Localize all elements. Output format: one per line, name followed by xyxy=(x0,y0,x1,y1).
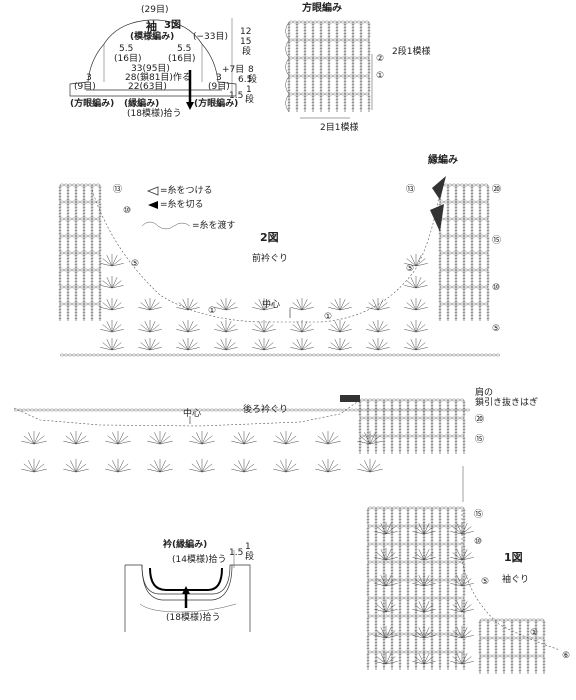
mesh-row-1: ① xyxy=(376,71,385,81)
mesh-repeat-rows: 2段1模様 xyxy=(392,47,431,57)
sleeve-rows-dan2: 段 xyxy=(248,75,258,85)
front-neckline-chart xyxy=(58,176,501,357)
fig2-row-r3: ⑩ xyxy=(492,283,501,293)
sleeve-rows-dan: 段 xyxy=(242,47,252,57)
carry-thread-icon xyxy=(141,221,191,230)
sleeve-right-9: (9目) xyxy=(208,82,230,92)
back-center: 中心 xyxy=(183,409,202,419)
sleeve-rows-8: 8 xyxy=(248,65,254,75)
mesh-row-2: ② xyxy=(376,54,385,64)
edging-title: 縁編み xyxy=(428,155,458,166)
fig2-center: 中心 xyxy=(262,300,281,310)
sleeve-count-33: 33(95目) xyxy=(131,64,170,74)
collar-pickup-bottom: (18模様)拾う xyxy=(166,613,221,623)
mesh-title: 方眼編み xyxy=(302,3,342,14)
armhole-chart xyxy=(366,506,561,674)
fig1-row-10: ⑩ xyxy=(474,537,483,547)
sleeve-title: 袖 xyxy=(146,20,157,33)
back-shoulder-2: 鎖引き抜きはぎ xyxy=(475,398,539,408)
sleeve-top-width: (29目) xyxy=(141,5,169,15)
sleeve-left-3: 3 xyxy=(86,73,92,83)
sleeve-left-16: (16目) xyxy=(114,54,142,64)
collar-rows-dan: 段 xyxy=(245,552,255,562)
fig2-row-l0: ⑬ xyxy=(113,185,123,195)
join-thread-icon xyxy=(146,186,159,196)
sleeve-pattern: (模様編み) xyxy=(130,32,175,42)
fig1-row-far: ⑥ xyxy=(562,651,571,661)
sleeve-rows-65: 6.5 xyxy=(238,75,253,85)
fig1-row-5: ⑤ xyxy=(481,577,490,587)
collar-title: 衿(縁編み) xyxy=(163,540,208,550)
fig2-subtitle: 前衿ぐり xyxy=(252,254,289,264)
fig2-row-r2: ⑮ xyxy=(492,236,502,246)
sleeve-left-55: 5.5 xyxy=(119,44,134,54)
back-neckline-chart xyxy=(13,395,471,502)
back-title: 後ろ衿ぐり xyxy=(243,405,289,415)
mesh-repeat-sts: 2目1模様 xyxy=(320,123,359,133)
legend-cut: =糸を切る xyxy=(160,200,204,210)
collar-schematic xyxy=(124,550,251,632)
sleeve-fig-label: 3図 xyxy=(164,20,181,31)
sleeve-rows-dan3: 段 xyxy=(245,95,255,105)
sleeve-count-22: 22(63目) xyxy=(128,82,167,92)
sleeve-right-width: (−33目) xyxy=(193,32,229,42)
fig1-title: 1図 xyxy=(504,551,523,564)
fig2-title: 2図 xyxy=(260,231,279,244)
sleeve-plus7: +7目 xyxy=(222,65,245,75)
sleeve-right-16: (16目) xyxy=(168,54,196,64)
sleeve-right-55: 5.5 xyxy=(177,44,192,54)
mesh-stitch-chart xyxy=(285,20,373,119)
sleeve-rows-1: 1 xyxy=(246,85,252,95)
sleeve-rows-15: 15 xyxy=(240,37,252,47)
sleeve-left-9: (9目) xyxy=(74,82,96,92)
sleeve-right-3: 3 xyxy=(216,73,222,83)
legend-symbols xyxy=(141,186,191,230)
sleeve-schematic xyxy=(69,18,237,110)
back-shoulder-1: 肩の xyxy=(475,388,494,398)
fig2-row-l2: ⑤ xyxy=(131,259,140,269)
collar-pickup-top: (14模様)拾う xyxy=(172,555,227,565)
collar-rows-1: 1 xyxy=(245,542,251,552)
collar-rows-15: 1.5 xyxy=(229,548,244,558)
sleeve-bottom-right: (方眼編み) xyxy=(194,99,239,109)
fig1-subtitle: 袖ぐり xyxy=(502,575,530,585)
sleeve-rows-15b: 1.5 xyxy=(229,91,244,101)
back-row-15: ⑮ xyxy=(475,435,485,445)
fig2-row-r0: ⑬ xyxy=(406,185,416,195)
fig2-row-r1: ⑳ xyxy=(492,185,502,195)
fig1-row-15: ⑮ xyxy=(474,510,484,520)
fig2-row-l1: ⑩ xyxy=(123,206,132,216)
legend-join: =糸をつける xyxy=(160,186,213,196)
fig2-row-mid: ① xyxy=(324,312,333,322)
sleeve-bottom-mid: (縁編み) xyxy=(124,99,160,109)
sleeve-rows-12: 12 xyxy=(240,27,252,37)
sleeve-count-28: 28(鎖81目)作る xyxy=(125,73,191,83)
fig2-row-r5: ⑤ xyxy=(406,264,415,274)
cut-thread-icon xyxy=(148,201,158,209)
fig2-row-r4: ⑤ xyxy=(492,324,501,334)
legend-carry: =糸を渡す xyxy=(192,221,236,231)
fig1-row-1: ① xyxy=(530,628,539,638)
sleeve-bottom-left: (方眼編み) xyxy=(70,99,115,109)
fig2-row-l3: ① xyxy=(208,306,217,316)
sleeve-pickup: (18模様)拾う xyxy=(127,109,182,119)
back-row-20: ⑳ xyxy=(475,415,485,425)
